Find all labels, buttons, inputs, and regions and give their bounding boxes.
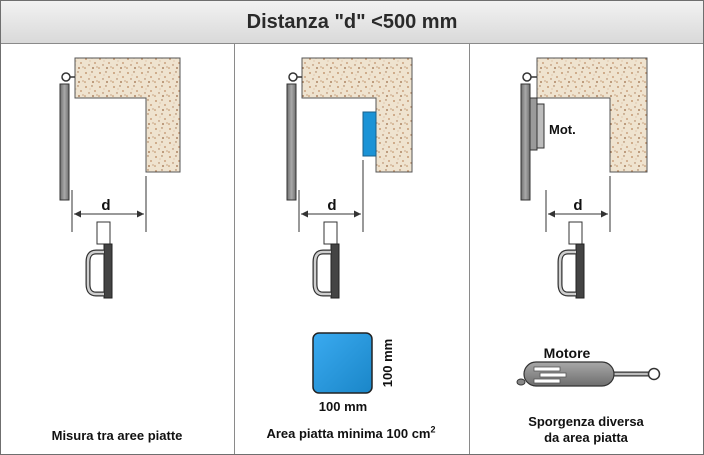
caption-panel-2: Area piatta minima 100 cm2 — [234, 424, 468, 442]
dimension-label-3: d — [573, 197, 582, 214]
door-panel-3 — [520, 83, 531, 201]
caption-panel-2-sup: 2 — [430, 424, 436, 435]
square-height-label: 100 mm — [380, 339, 395, 387]
caption-panel-3: Sporgenza diversa da area piatta — [469, 414, 703, 446]
caption-panel-2-main: Area piatta minima 100 cm — [266, 426, 431, 441]
panel-divider-1 — [234, 44, 235, 454]
panel-3: Mot. d Motore — [516, 57, 661, 387]
handle-icon — [312, 221, 340, 299]
wall-block-3 — [536, 57, 648, 173]
dimension-label-1: d — [101, 197, 110, 214]
panel-divider-2 — [469, 44, 470, 454]
motor-label: Motore — [544, 345, 591, 361]
wall-block-2 — [301, 57, 413, 173]
square-width-label: 100 mm — [319, 399, 367, 414]
caption-panel-1: Misura tra aree piatte — [51, 428, 183, 443]
panel-2: d 100 mm 100 mm — [286, 57, 413, 414]
mot-label: Mot. — [549, 122, 576, 137]
motor-bracket — [529, 97, 538, 151]
motor-side — [536, 103, 545, 149]
panel-1: d — [59, 57, 181, 299]
wall-block-1 — [74, 57, 181, 173]
handle-icon — [85, 221, 113, 299]
flat-area-square — [312, 332, 373, 394]
header-title: Distanza "d" <500 mm — [246, 10, 458, 33]
motor-icon — [516, 361, 661, 387]
handle-icon — [557, 221, 585, 299]
caption-panel-3-line1: Sporgenza diversa — [528, 414, 644, 429]
flat-area-blue — [362, 111, 377, 157]
header-bar: Distanza "d" <500 mm — [1, 1, 703, 44]
caption-panel-3-line2: da area piatta — [544, 430, 628, 445]
dimension-label-2: d — [327, 197, 336, 214]
door-panel-1 — [59, 83, 70, 201]
hinge-2 — [288, 72, 298, 82]
hinge-1 — [61, 72, 71, 82]
hinge-3 — [522, 72, 532, 82]
door-panel-2 — [286, 83, 297, 201]
